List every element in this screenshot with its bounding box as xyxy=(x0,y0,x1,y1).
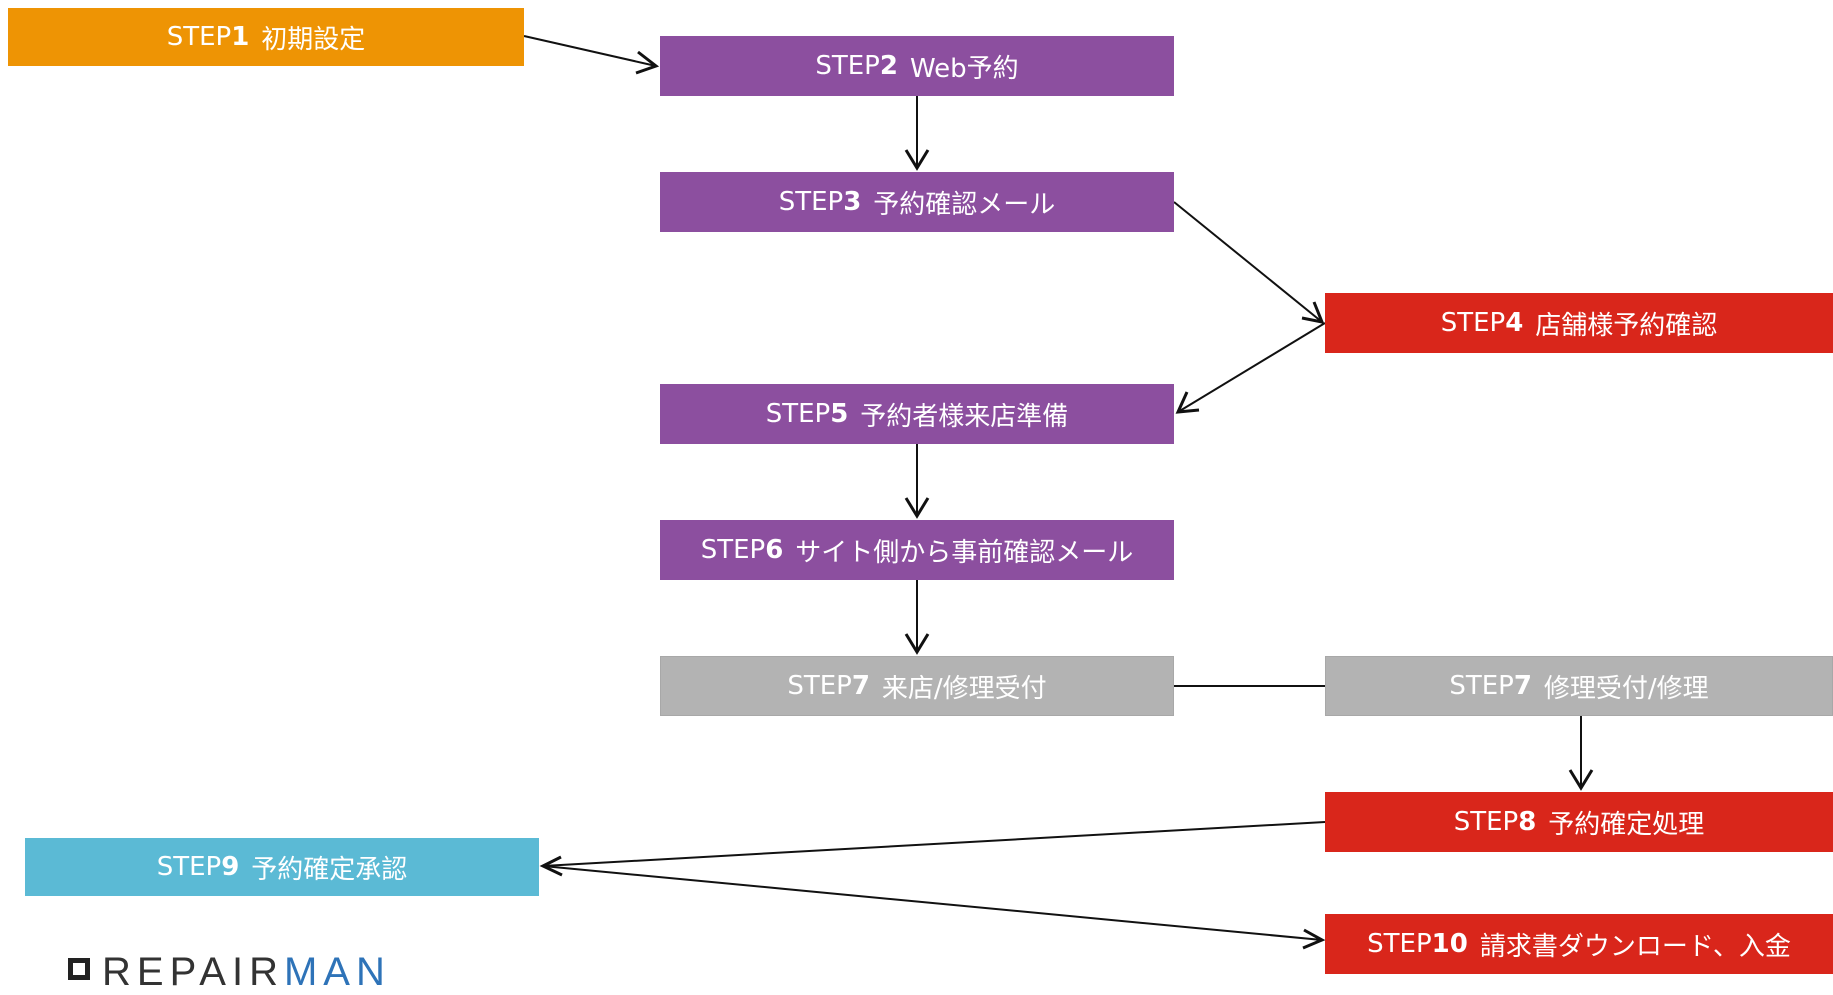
step-5-prefix: STEP xyxy=(765,399,831,429)
step-10-prefix: STEP xyxy=(1367,929,1432,959)
step-1-number: 1 xyxy=(231,22,250,52)
step-9-box: STEP 9 予約確定承認 xyxy=(25,838,539,896)
step-7-store-label: 来店/修理受付 xyxy=(881,673,1047,704)
arrowhead-5-6 xyxy=(904,497,930,519)
step-3-label: 予約確認メール xyxy=(873,189,1056,220)
repairman-logo: REPAIR MAN xyxy=(68,950,391,994)
step-2-number: 2 xyxy=(879,51,898,81)
logo-text-man: MAN xyxy=(283,950,391,994)
flow-connectors xyxy=(523,35,1594,950)
step-4-label: 店舗様予約確認 xyxy=(1535,310,1718,341)
step-7-store-prefix: STEP xyxy=(787,671,852,701)
arrowhead-7b-8 xyxy=(1568,769,1594,791)
step-2-prefix: STEP xyxy=(815,51,880,81)
connector-9-10 xyxy=(542,865,1323,941)
step-8-label: 予約確定処理 xyxy=(1548,809,1705,840)
step-8-prefix: STEP xyxy=(1453,807,1519,837)
step-6-label: サイト側から事前確認メール xyxy=(795,537,1134,568)
step-2-box: STEP 2 Web予約 xyxy=(660,36,1174,96)
step-1-box: STEP 1 初期設定 xyxy=(8,8,524,66)
step-5-number: 5 xyxy=(830,399,849,429)
step-6-box: STEP 6 サイト側から事前確認メール xyxy=(660,520,1174,580)
step-10-box: STEP 10 請求書ダウンロード、入金 xyxy=(1325,914,1833,974)
step-7-repair-prefix: STEP xyxy=(1449,671,1514,701)
step-4-number: 4 xyxy=(1505,308,1524,338)
step-7-repair-box: STEP 7 修理受付/修理 xyxy=(1325,656,1833,716)
step-7-repair-number: 7 xyxy=(1513,671,1532,701)
logo-text-repair: REPAIR xyxy=(102,950,284,994)
step-5-box: STEP 5 予約者様来店準備 xyxy=(660,384,1174,444)
step-3-prefix: STEP xyxy=(778,187,844,217)
connector-4-5 xyxy=(1177,322,1326,413)
step-6-prefix: STEP xyxy=(700,535,766,565)
connector-1-2 xyxy=(523,35,657,67)
step-3-number: 3 xyxy=(843,187,862,217)
step-4-prefix: STEP xyxy=(1440,308,1506,338)
step-9-label: 予約確定承認 xyxy=(251,854,408,885)
step-9-number: 9 xyxy=(221,852,240,882)
step-3-box: STEP 3 予約確認メール xyxy=(660,172,1174,232)
step-1-prefix: STEP xyxy=(166,22,232,52)
step-1-label: 初期設定 xyxy=(261,24,366,55)
step-4-box: STEP 4 店舗様予約確認 xyxy=(1325,293,1833,353)
logo-square-icon xyxy=(68,958,90,980)
connector-3-4 xyxy=(1173,201,1323,323)
arrowhead-6-7 xyxy=(904,633,930,655)
step-10-number: 10 xyxy=(1431,929,1468,959)
step-2-label: Web予約 xyxy=(909,53,1019,84)
step-7-store-number: 7 xyxy=(851,671,870,701)
step-7-repair-label: 修理受付/修理 xyxy=(1543,673,1709,704)
step-8-box: STEP 8 予約確定処理 xyxy=(1325,792,1833,852)
arrowhead-3-4 xyxy=(1301,301,1325,325)
arrowhead-9-10 xyxy=(1302,928,1326,950)
step-6-number: 6 xyxy=(765,535,784,565)
arrowhead-1-2 xyxy=(635,50,660,75)
arrowhead-2-3 xyxy=(904,149,930,171)
step-9-prefix: STEP xyxy=(156,852,222,882)
connector-8-9 xyxy=(542,821,1326,867)
step-5-label: 予約者様来店準備 xyxy=(860,401,1069,432)
step-8-number: 8 xyxy=(1518,807,1537,837)
arrowhead-4-5 xyxy=(1175,391,1200,414)
step-10-label: 請求書ダウンロード、入金 xyxy=(1479,931,1791,962)
step-7-store-box: STEP 7 来店/修理受付 xyxy=(660,656,1174,716)
